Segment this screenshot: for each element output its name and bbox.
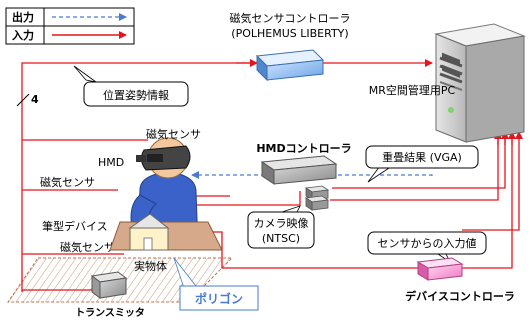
device-controller-box (416, 257, 464, 281)
pen-device-label: 筆型デバイス (42, 219, 108, 233)
pc-tower-icon (434, 23, 526, 143)
transmitter-box-icon (90, 271, 128, 299)
pc-label: MR空間管理用PC (369, 83, 456, 97)
transmitter-label: トランスミッタ (75, 307, 145, 319)
magnetic-controller-label: 磁気センサコントローラ (230, 11, 351, 25)
real-object-label: 実物体 (134, 259, 167, 273)
sensor-input-label: センサからの入力値 (378, 237, 477, 250)
polygon-label: ポリゴン (195, 291, 243, 306)
camera-line (332, 138, 506, 189)
camera-video-callout: カメラ映像 (NTSC) (247, 205, 315, 249)
magnetic-controller-box (255, 49, 325, 82)
device-controller-line (462, 138, 513, 269)
legend-input-label: 入力 (12, 28, 34, 42)
hmd-label: HMD (98, 156, 124, 169)
polygon-callout: ポリゴン (173, 257, 259, 311)
hmd-sensor-label: 磁気センサ (146, 127, 201, 141)
camera-device (304, 185, 330, 211)
body-sensor-label: 磁気センサ (40, 175, 95, 189)
legend-output-label: 出力 (12, 10, 34, 24)
object-sensor-label: 磁気センサ (60, 240, 115, 254)
hmd-controller-box (260, 155, 338, 185)
overlay-result-label: 重畳結果 (VGA) (382, 150, 462, 164)
pose-info-callout: 位置姿勢情報 (73, 65, 189, 107)
pose-info-label: 位置姿勢情報 (103, 88, 169, 102)
hmd-controller-label: HMDコントローラ (256, 142, 351, 155)
sensor-input-callout: センサからの入力値 (367, 231, 487, 264)
bus-count-label: 4 (31, 93, 39, 106)
device-controller-label: デバイスコントローラ (405, 289, 515, 303)
camera-video-label: カメラ映像 (254, 217, 309, 230)
bus-slash-mark (16, 93, 30, 107)
magnetic-controller-model: (POLHEMUS LIBERTY) (231, 27, 348, 40)
camera-video-format: (NTSC) (262, 232, 300, 245)
house-object-icon (128, 213, 170, 251)
controller-box-icon (257, 50, 258, 51)
legend: 出力 入力 (5, 7, 135, 45)
overlay-result-callout: 重畳結果 (VGA) (365, 145, 479, 183)
sensor-bus-line (21, 62, 250, 292)
hmd-controller-line (330, 138, 499, 201)
